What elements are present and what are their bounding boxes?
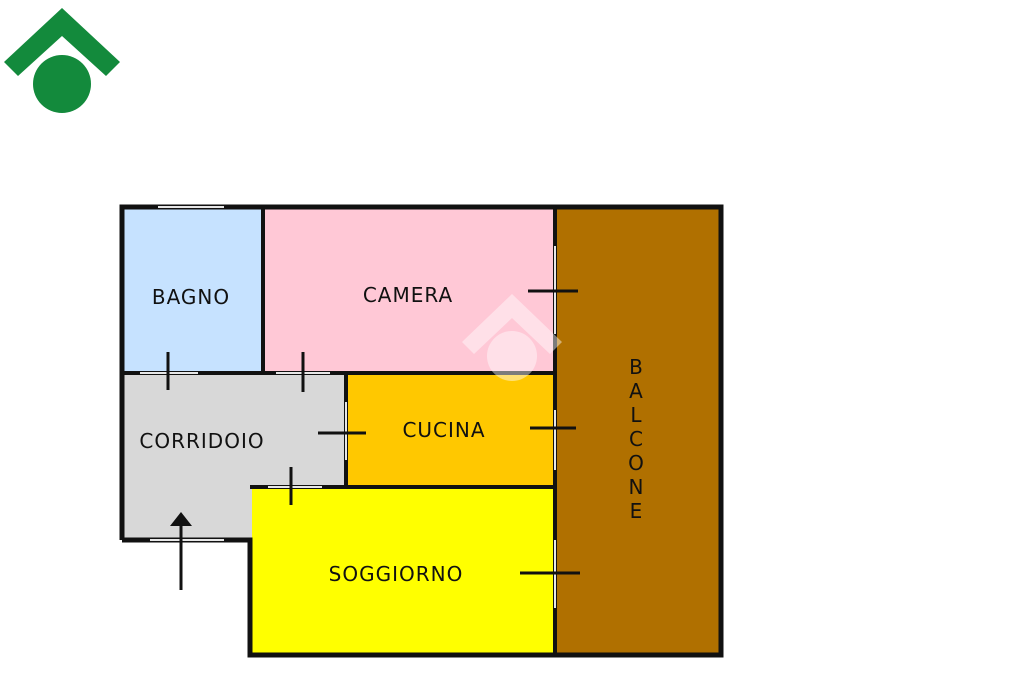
room-label-cucina: CUCINA [402, 418, 485, 442]
room-cucina [346, 375, 555, 487]
exterior-walls [119, 204, 724, 658]
house-circle-logo-icon [4, 8, 120, 113]
balcone-letter: L [630, 403, 642, 427]
room-balcone [555, 209, 721, 654]
balcone-letter: B [629, 355, 643, 379]
balcone-letter: C [629, 427, 643, 451]
room-label-soggiorno: SOGGIORNO [329, 562, 464, 586]
balcone-letter: E [630, 499, 643, 523]
room-label-camera: CAMERA [363, 283, 453, 307]
room-camera [263, 209, 555, 373]
balcone-letter: N [629, 475, 644, 499]
balcone-letter: O [628, 451, 644, 475]
room-label-bagno: BAGNO [152, 285, 230, 309]
room-label-corridoio: CORRIDOIO [139, 429, 264, 453]
room-soggiorno [252, 487, 555, 654]
house-circle-watermark-icon [462, 294, 562, 381]
balcone-letter: A [629, 379, 643, 403]
room-bagno [124, 209, 263, 373]
entrance-arrow-icon [170, 512, 192, 590]
door-markers [166, 289, 580, 575]
room-label-balcone: B A L C O N E [628, 355, 644, 523]
